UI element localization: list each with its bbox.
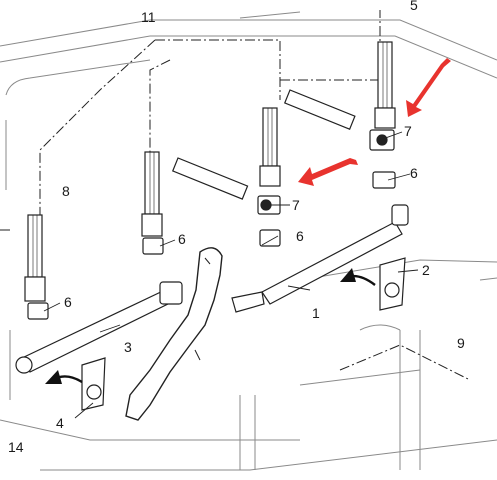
callout-6-a: 6 [410, 165, 418, 181]
hose-far-left [27, 214, 43, 278]
callout-11: 11 [141, 9, 156, 25]
hose-center [262, 107, 278, 167]
machine-outline [0, 11, 497, 471]
leader-lines [43, 131, 419, 419]
callout-9: 9 [457, 335, 465, 351]
callout-6-b: 6 [296, 228, 304, 244]
callout-4: 4 [56, 415, 64, 431]
motion-arrows [45, 268, 376, 384]
red-arrow-upper [406, 58, 451, 117]
pivot-pins [81, 257, 406, 411]
callout-labels: 11 5 8 6 7 7 6 6 6 2 1 3 4 9 14 [8, 0, 465, 455]
fittings [27, 129, 396, 320]
callout-7-b: 7 [292, 197, 300, 213]
hose-fitting-top-right [374, 107, 396, 129]
callout-7-a: 7 [404, 123, 412, 139]
pin-4 [81, 357, 106, 411]
callout-6-c: 6 [178, 231, 186, 247]
cylinder-1 [261, 221, 403, 305]
callout-8: 8 [62, 183, 70, 199]
fitting-6-center [259, 229, 281, 247]
hose-routing-lines [0, 10, 471, 381]
fitting-6-left [27, 302, 49, 320]
callout-3: 3 [124, 339, 132, 355]
cylinders [15, 204, 409, 374]
red-arrow-lower [298, 158, 358, 186]
hose-top-right [377, 41, 393, 109]
hydraulic-hoses [24, 41, 396, 302]
red-pointer-arrows [298, 58, 451, 186]
callout-1: 1 [312, 305, 320, 321]
mounting-bracket [125, 247, 223, 421]
fitting-6-left-center [142, 237, 164, 255]
callout-2: 2 [422, 262, 430, 278]
callout-14: 14 [8, 439, 24, 455]
cylinder-3 [21, 289, 173, 373]
callout-6-d: 6 [64, 294, 72, 310]
hose-diagonal-right [283, 89, 356, 130]
fitting-6-right [372, 171, 396, 189]
hose-diagonal-center [171, 157, 249, 200]
hose-left-center [144, 151, 160, 215]
callout-5: 5 [410, 0, 418, 13]
